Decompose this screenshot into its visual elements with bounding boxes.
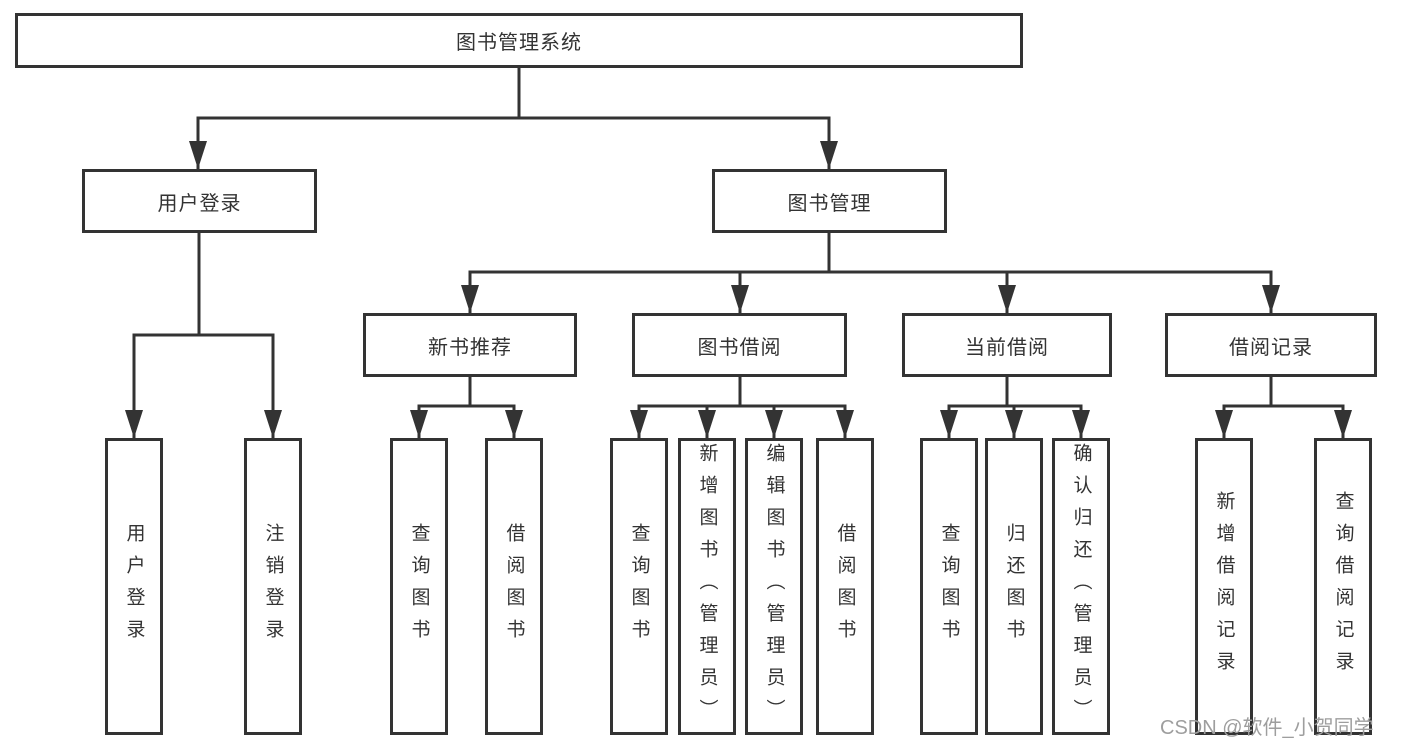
leaf-borrow-books-2-label: 借阅图书 [834,522,856,651]
leaf-edit-books-admin-label: 编辑图书（管理员） [763,442,785,731]
leaf-logout-label: 注销登录 [262,522,284,651]
node-user-login-label: 用户登录 [157,192,242,215]
node-borrowing-records-label: 借阅记录 [1229,336,1313,359]
leaf-return-books: 归还图书 [985,438,1043,735]
leaf-borrow-books-2: 借阅图书 [816,438,874,735]
node-book-borrowing: 图书借阅 [632,313,847,377]
node-current-borrowing: 当前借阅 [902,313,1112,377]
node-book-borrowing-label: 图书借阅 [697,336,782,359]
leaf-query-borrow-record-label: 查询借阅记录 [1332,490,1354,683]
leaf-user-login: 用户登录 [105,438,163,735]
leaf-add-borrow-record: 新增借阅记录 [1195,438,1253,735]
leaf-borrow-books-1: 借阅图书 [485,438,543,735]
leaf-add-borrow-record-label: 新增借阅记录 [1213,490,1235,683]
leaf-query-books-2-label: 查询图书 [628,522,650,651]
leaf-borrow-books-1-label: 借阅图书 [503,522,525,651]
node-current-borrowing-label: 当前借阅 [965,336,1049,359]
leaf-return-books-label: 归还图书 [1003,522,1025,651]
leaf-query-books-3-label: 查询图书 [938,522,960,651]
leaf-confirm-return-admin-label: 确认归还（管理员） [1070,442,1092,731]
leaf-query-borrow-record: 查询借阅记录 [1314,438,1372,735]
leaf-query-books-1: 查询图书 [390,438,448,735]
leaf-user-login-label: 用户登录 [123,522,145,651]
leaf-logout: 注销登录 [244,438,302,735]
leaf-add-books-admin: 新增图书（管理员） [678,438,736,735]
node-borrowing-records: 借阅记录 [1165,313,1377,377]
node-new-book-recommendation: 新书推荐 [363,313,577,377]
leaf-confirm-return-admin: 确认归还（管理员） [1052,438,1110,735]
node-book-management-label: 图书管理 [787,192,872,215]
leaf-query-books-3: 查询图书 [920,438,978,735]
leaf-query-books-1-label: 查询图书 [408,522,430,651]
csdn-watermark: CSDN @软件_小贺同学 [1160,717,1374,739]
leaf-add-books-admin-label: 新增图书（管理员） [696,442,718,731]
node-root-label: 图书管理系统 [456,32,582,54]
leaf-query-books-2: 查询图书 [610,438,668,735]
node-root-library-system: 图书管理系统 [15,13,1023,68]
leaf-edit-books-admin: 编辑图书（管理员） [745,438,803,735]
node-book-management: 图书管理 [712,169,947,233]
node-user-login: 用户登录 [82,169,317,233]
node-new-book-recommendation-label: 新书推荐 [428,336,512,359]
